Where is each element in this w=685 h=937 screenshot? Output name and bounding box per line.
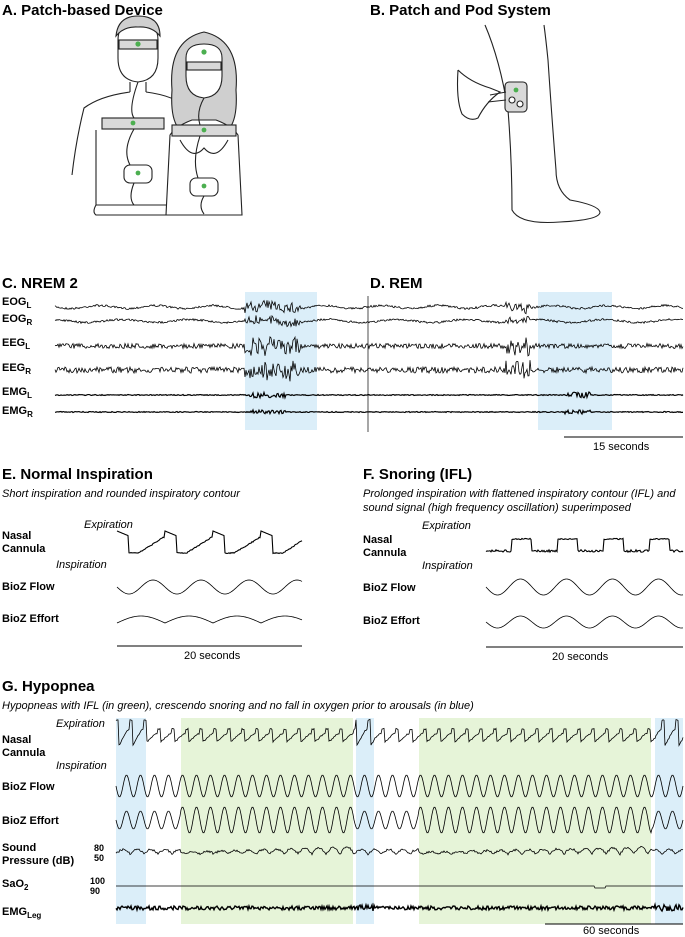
- patch-device-illustration: [71, 15, 243, 216]
- panel-g-subtitle: Hypopneas with IFL (in green), crescendo…: [2, 700, 474, 712]
- panel-f-scale-label: 20 seconds: [552, 651, 609, 663]
- g-sao2-trace: [116, 885, 683, 889]
- f-bioz-flow-trace: [485, 578, 684, 596]
- eog-r-trace: [54, 314, 684, 328]
- ifl-band-g2: [419, 718, 651, 924]
- signal-traces: [54, 299, 684, 913]
- highlight-bands: [116, 292, 683, 924]
- eog-r-label: EOGR: [2, 313, 33, 328]
- panel-f-subtitle-2: sound signal (high frequency oscillation…: [363, 502, 631, 514]
- g-emg-trace: [115, 902, 684, 913]
- panel-f-expiration: Expiration: [422, 520, 471, 532]
- e-bioz-flow-trace: [116, 579, 303, 595]
- eog-l-trace: [54, 299, 684, 315]
- panel-e-subtitle: Short inspiration and rounded inspirator…: [2, 488, 240, 500]
- panel-f-subtitle-1: Prolonged inspiration with flattened ins…: [363, 488, 676, 500]
- panel-g-bioz-effort: BioZ Effort: [2, 815, 59, 827]
- panel-a-title: A. Patch-based Device: [2, 2, 163, 19]
- emg-r-label: EMGR: [2, 405, 33, 420]
- eog-l-label: EOGL: [2, 296, 32, 311]
- panel-g-inspiration: Inspiration: [56, 760, 107, 772]
- emg-l-label: EMGL: [2, 386, 32, 401]
- panel-d-title: D. REM: [370, 275, 423, 292]
- emg-l-trace: [54, 390, 684, 400]
- panel-b-title: B. Patch and Pod System: [370, 2, 551, 19]
- eeg-l-trace: [54, 335, 684, 357]
- eeg-l-label: EEGL: [2, 337, 31, 352]
- panel-g-emg-label: EMGLeg: [2, 906, 42, 921]
- g-sound-trace: [115, 845, 684, 856]
- panel-c-title: C. NREM 2: [2, 275, 78, 292]
- eeg-r-label: EEGR: [2, 362, 32, 377]
- e-bioz-effort-trace: [116, 615, 303, 624]
- panel-g-title: G. Hypopnea: [2, 678, 95, 695]
- panel-f-title: F. Snoring (IFL): [363, 466, 473, 483]
- f-bioz-effort-trace: [485, 615, 684, 629]
- panel-g-expiration: Expiration: [56, 718, 105, 730]
- arousal-band-g1: [116, 718, 146, 924]
- panel-e-expiration: Expiration: [84, 519, 133, 531]
- panel-f-bioz-effort: BioZ Effort: [363, 615, 420, 627]
- panel-e-bioz-flow: BioZ Flow: [2, 581, 55, 593]
- panel-g-bioz-flow: BioZ Flow: [2, 781, 55, 793]
- emg-r-trace: [54, 408, 684, 416]
- g-bioz-effort-trace: [115, 806, 684, 834]
- panel-f-bioz-flow: BioZ Flow: [363, 582, 416, 594]
- arousal-band-g2: [356, 718, 374, 924]
- panel-e-scale-label: 20 seconds: [184, 650, 241, 662]
- panel-e-inspiration: Inspiration: [56, 559, 107, 571]
- arousal-band-nrem: [245, 292, 317, 430]
- panel-g-sao2-label: SaO2: [2, 878, 29, 893]
- panel-e-title: E. Normal Inspiration: [2, 466, 153, 483]
- arousal-band-rem: [538, 292, 612, 430]
- f-nasal-trace: [485, 537, 684, 554]
- panel-cd-scale-label: 15 seconds: [593, 441, 650, 453]
- panel-e-bioz-effort: BioZ Effort: [2, 613, 59, 625]
- g-bioz-flow-trace: [115, 774, 684, 798]
- panel-g-scale-label: 60 seconds: [583, 925, 640, 937]
- panel-f-inspiration: Inspiration: [422, 560, 473, 572]
- ifl-band-g1: [181, 718, 353, 924]
- patch-pod-illustration: [456, 24, 601, 224]
- e-nasal-trace: [116, 530, 303, 555]
- g-nasal-trace: [115, 718, 684, 747]
- eeg-r-trace: [54, 360, 684, 382]
